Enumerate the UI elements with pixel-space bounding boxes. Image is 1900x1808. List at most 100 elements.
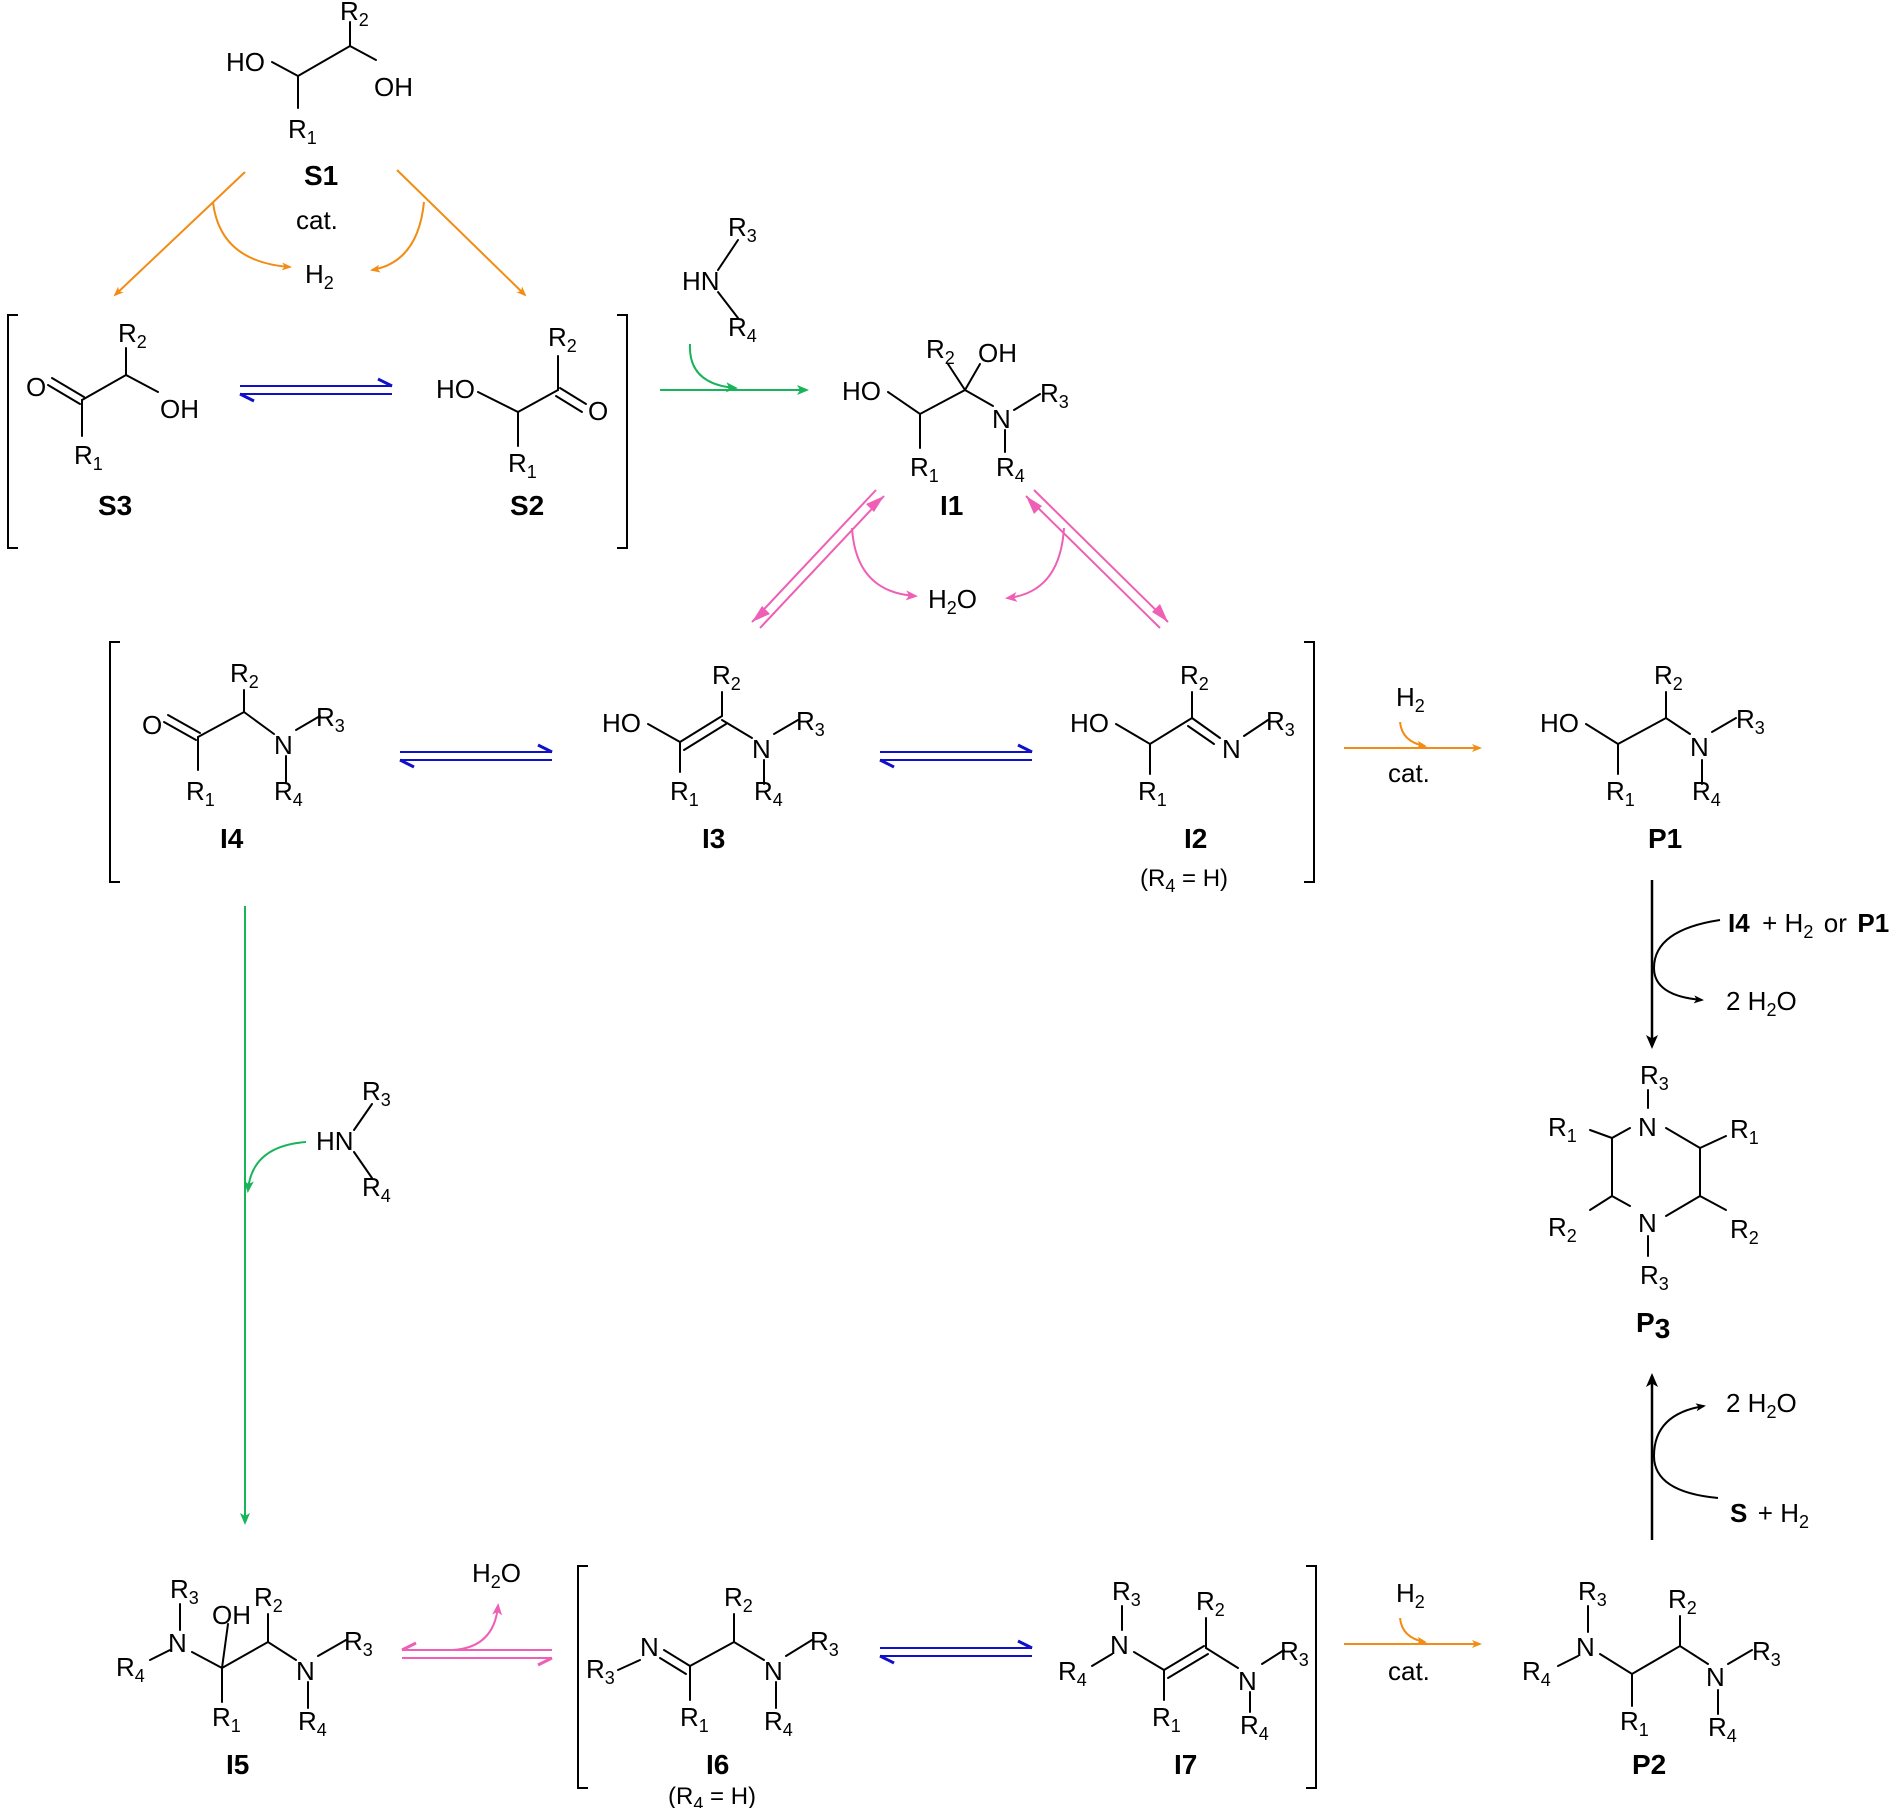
compound-p1: HO N R2 R3 R1 R4 P1 [1540,660,1765,854]
atom-ho: HO [226,47,265,77]
bracket-left-i [109,641,120,883]
atom-o: O [26,372,46,402]
group-r3: R3 [1266,706,1295,740]
group-r1: R1 [1138,776,1167,810]
group-r2: R2 [1196,1586,1225,1620]
atom-n-right: N [1706,1662,1725,1692]
equilibrium-i6-i7 [879,1639,1033,1665]
reagents-p2-step: S + H2 [1730,1498,1809,1532]
group-r4-left: R4 [116,1652,145,1686]
atom-hn: HN [316,1126,354,1156]
atom-n-left: N [168,1628,187,1658]
cat-label-top: cat. [296,205,338,235]
group-r1-left: R1 [1548,1112,1577,1146]
group-r1: R1 [1606,776,1635,810]
group-r4-left: R4 [1522,1656,1551,1690]
label-i5: I5 [226,1749,249,1780]
equilibrium-s3-s2 [239,377,393,403]
atom-ho: HO [842,376,881,406]
label-i3: I3 [702,823,725,854]
group-r3: R3 [1736,704,1765,738]
group-r3: R3 [316,702,345,736]
group-r1: R1 [186,776,215,810]
group-r3: R3 [1040,378,1069,412]
group-r1: R1 [212,1702,241,1736]
equilibrium-i3-i2 [879,743,1033,769]
atom-oh: OH [160,394,199,424]
note-r4-eq-h-bottom: (R4 = H) [668,1783,756,1808]
atom-n: N [274,730,293,760]
compound-i5: N OH N R3 R4 R2 R3 R1 R4 I5 [116,1574,373,1780]
group-r4: R4 [754,776,783,810]
atom-n: N [752,734,771,764]
group-r3-right: R3 [1280,1636,1309,1670]
group-r2-right: R2 [1730,1214,1759,1248]
equilibrium-i1-i2 [1025,489,1169,629]
group-r4: R4 [274,776,303,810]
group-r2: R2 [230,658,259,692]
compound-i2: HO N R2 R3 R1 I2 (R4 = H) [1070,660,1295,896]
atom-ho: HO [436,374,475,404]
h2o-byproduct-bottom: 2 H2O [1726,1388,1797,1422]
arrow-s1-to-s2 [396,169,527,297]
bracket-right-s [617,314,628,549]
group-r3-left: R3 [586,1654,615,1688]
h2-reagent-bottom: H2 [1396,1578,1425,1612]
group-r1: R1 [670,776,699,810]
group-r4-right: R4 [298,1706,327,1740]
compound-i1: HO N OH R2 R3 R1 R4 I1 [842,334,1069,521]
group-r2: R2 [254,1582,283,1616]
atom-ho: HO [1070,708,1109,738]
group-r3-right: R3 [810,1626,839,1660]
arrow-h2o-loss-bottom [451,1603,503,1651]
arrow-curve-bottom-right [1652,1403,1719,1499]
group-r2: R2 [712,660,741,694]
label-p1: P1 [1648,823,1682,854]
arrow-h2-release-left [212,201,292,271]
group-r2: R2 [926,334,955,368]
group-r1: R1 [1620,1706,1649,1740]
group-r1: R1 [1152,1702,1181,1736]
equilibrium-i4-i3 [399,743,553,769]
cat-label-bottom: cat. [1388,1656,1430,1686]
atom-n-imine: N [640,1632,659,1662]
group-r3: R3 [796,706,825,740]
h2o-byproduct-top: 2 H2O [1726,986,1797,1020]
amine-reagent-top: HN R3 R4 [682,212,757,346]
arrow-s1-to-s3 [113,171,246,297]
group-r4: R4 [764,1706,793,1740]
atom-n-top: N [1638,1112,1657,1142]
note-r4-eq-h: (R4 = H) [1140,865,1228,896]
group-r2: R2 [1654,660,1683,694]
group-r2: R2 [340,0,369,30]
arrow-amine-add-left [243,1141,307,1193]
group-r1: R1 [508,448,537,482]
arrow-h2-release-right [370,201,425,273]
label-i1: I1 [940,490,963,521]
atom-n-right: N [296,1656,315,1686]
compound-s3: O OH R2 R1 S3 [26,318,199,521]
group-r2: R2 [1180,660,1209,694]
compound-i6: N N R3 R2 R3 R1 R4 I6 (R4 = H) [586,1582,839,1808]
group-r3-bottom: R3 [1640,1260,1669,1294]
arrow-h2-add-bottom [1399,1617,1427,1645]
group-r4: R4 [728,312,757,346]
group-r4-right: R4 [1708,1712,1737,1746]
group-r3-right: R3 [1752,1636,1781,1670]
group-r2: R2 [118,318,147,352]
h2-reagent-mid: H2 [1396,682,1425,716]
group-r1: R1 [910,452,939,486]
equilibrium-i5-i6 [401,1641,553,1667]
atom-n-bottom: N [1638,1208,1657,1238]
compound-i3: HO N R2 R3 R1 R4 I3 [602,660,825,854]
equilibrium-i1-i3 [751,489,885,629]
h2o-released-bottom: H2O [472,1558,521,1592]
atom-o: O [588,396,608,426]
group-r4: R4 [362,1172,391,1206]
atom-n-left: N [1576,1632,1595,1662]
group-r3-left: R3 [170,1574,199,1608]
compound-p2: N N R3 R4 R2 R3 R1 R4 P2 [1522,1576,1781,1780]
bracket-right-i67 [1306,1565,1317,1789]
